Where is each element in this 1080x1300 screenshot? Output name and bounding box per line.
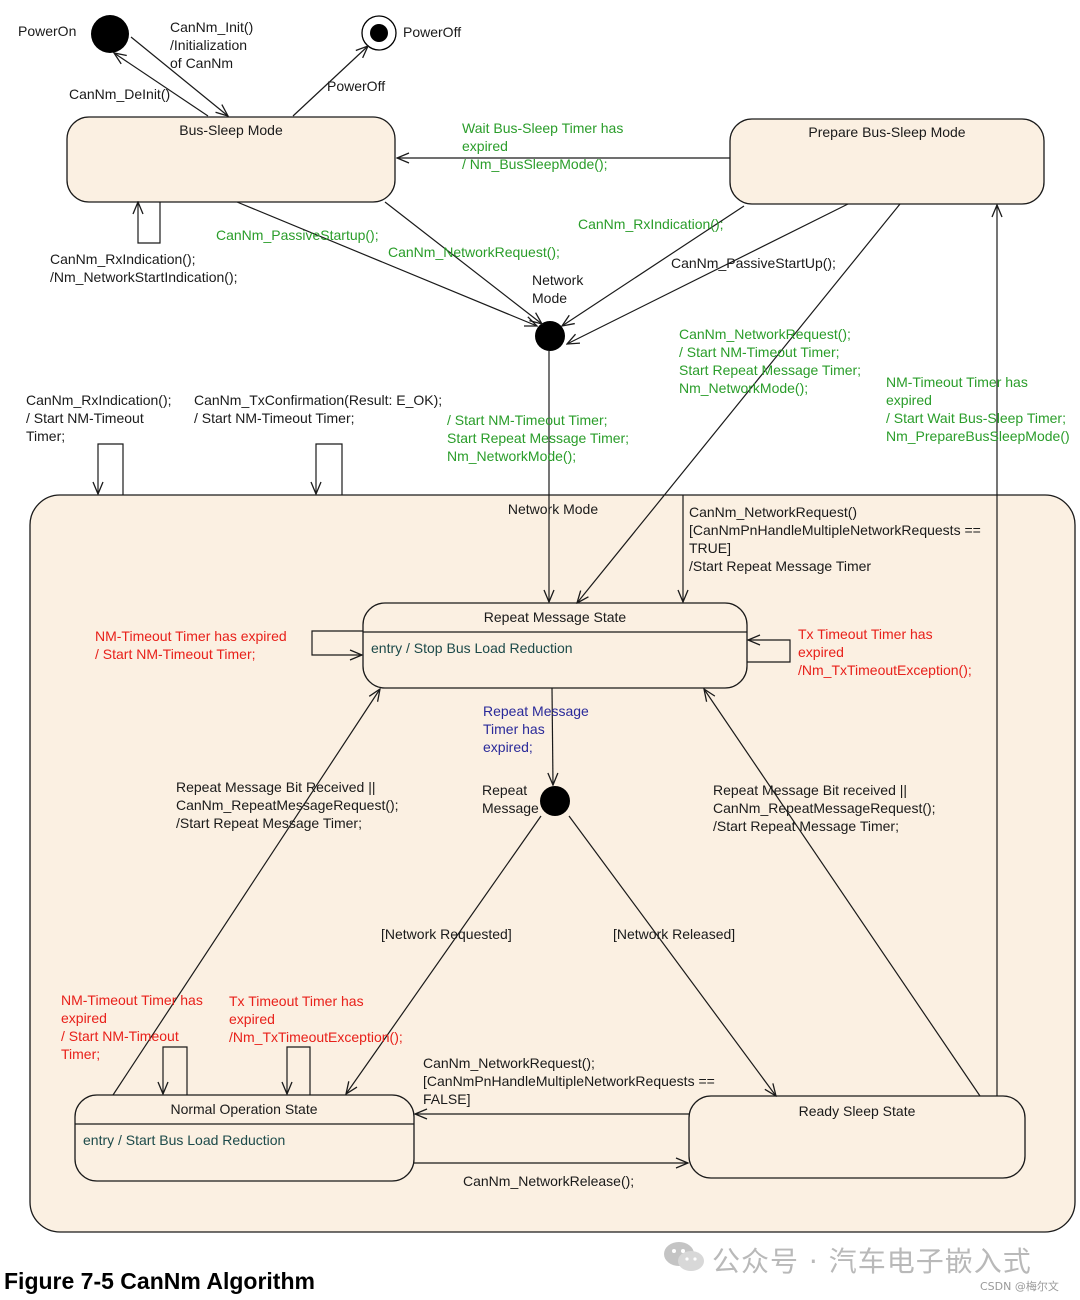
normal-to-rm-label: Repeat Message Bit Received || CanNm_Rep… [176, 779, 402, 831]
power-on-label: PowerOn [18, 23, 76, 39]
edge-rm-timer-expired [552, 687, 553, 785]
wechat-icon [664, 1242, 704, 1271]
edge-no-tx-timeout-self [287, 1046, 311, 1095]
normal-operation-entry-action: entry / Start Bus Load Reduction [83, 1132, 285, 1148]
network-mode-entry-label: / Start NM-Timeout Timer; Start Repeat M… [447, 412, 633, 464]
network-request-prepare-label: CanNm_NetworkRequest(); / Start NM-Timeo… [679, 326, 865, 396]
no-tx-timeout-label: Tx Timeout Timer has expired /Nm_TxTimeo… [229, 993, 403, 1045]
network-mode-junction-label: Network Mode [532, 272, 587, 306]
passive-startup-prepare-label: CanNm_PassiveStartUp(); [671, 255, 836, 271]
edge-deinit [114, 53, 209, 117]
network-mode-title: Network Mode [508, 501, 598, 517]
edge-normal-to-rm [112, 689, 380, 1096]
no-nm-timeout-label: NM-Timeout Timer has expired / Start NM-… [61, 992, 207, 1062]
edge-rx-indication-prepare [562, 205, 745, 326]
repeat-message-junction [540, 786, 570, 816]
edge-init [130, 36, 228, 116]
network-mode-tx-label: CanNm_TxConfirmation(Result: E_OK); / St… [194, 392, 446, 426]
edge-network-request-prepare [577, 203, 901, 603]
ready-to-rm-label: Repeat Message Bit received || CanNm_Rep… [713, 782, 939, 834]
watermark-small-text: CSDN @梅尔文 [980, 1280, 1059, 1293]
edge-no-nm-timeout-self [163, 1046, 188, 1095]
normal-operation-state [74, 1094, 415, 1182]
repeat-message-entry-action: entry / Stop Bus Load Reduction [371, 640, 573, 656]
edge-network-request-sleep [384, 201, 542, 324]
edge-ready-to-rm [704, 689, 981, 1097]
edge-rm-nm-timeout-self [311, 630, 363, 655]
figure-caption: Figure 7-5 CanNm Algorithm [4, 1268, 315, 1294]
edge-network-requested [346, 815, 542, 1094]
network-released-label: [Network Released] [613, 926, 735, 942]
edge-poweroff [292, 46, 368, 117]
pn-multi-request-label: CanNm_NetworkRequest() [CanNmPnHandleMul… [689, 504, 985, 574]
edge-network-released [568, 815, 776, 1096]
ready-sleep-state [688, 1095, 1026, 1179]
ready-sleep-state-title: Ready Sleep State [799, 1103, 916, 1119]
prepare-bus-sleep-mode-title: Prepare Bus-Sleep Mode [808, 124, 965, 140]
edge-network-mode-tx-self [316, 443, 343, 495]
edge-network-mode-rx-self [98, 443, 124, 495]
normal-to-ready-label: CanNm_NetworkRelease(); [463, 1173, 634, 1189]
power-off-label: PowerOff [403, 24, 461, 40]
edge-passive-startup-prepare [567, 203, 849, 344]
network-mode-state [29, 494, 1076, 1233]
normal-operation-state-title: Normal Operation State [170, 1101, 317, 1117]
ready-to-normal-label: CanNm_NetworkRequest(); [CanNmPnHandleMu… [423, 1055, 719, 1107]
network-requested-label: [Network Requested] [381, 926, 512, 942]
edge-rm-tx-timeout-self [747, 640, 791, 663]
passive-startup-sleep-label: CanNm_PassiveStartup(); [216, 227, 379, 243]
wait-bus-sleep-label: Wait Bus-Sleep Timer has expired / Nm_Bu… [462, 120, 627, 172]
repeat-message-junction-label: Repeat Message [482, 782, 539, 816]
bus-sleep-mode-title: Bus-Sleep Mode [179, 122, 283, 138]
deinit-label: CanNm_DeInit() [69, 86, 170, 102]
network-request-sleep-label: CanNm_NetworkRequest(); [388, 244, 560, 260]
rm-tx-timeout-label: Tx Timeout Timer has expired /Nm_TxTimeo… [798, 626, 972, 678]
bus-sleep-mode-state [66, 116, 396, 203]
nm-timeout-to-prepare-label: NM-Timeout Timer has expired / Start Wai… [886, 374, 1070, 444]
power-on-initial-node [91, 15, 129, 53]
rm-timer-expired-label: Repeat Message Timer has expired; [483, 703, 593, 755]
rx-indication-prepare-label: CanNm_RxIndication(); [578, 216, 724, 232]
network-mode-rx-label: CanNm_RxIndication(); / Start NM-Timeout… [26, 392, 175, 444]
rm-nm-timeout-label: NM-Timeout Timer has expired / Start NM-… [95, 628, 291, 662]
repeat-message-state-title: Repeat Message State [484, 609, 627, 625]
network-mode-junction [535, 321, 565, 351]
init-label: CanNm_Init() /Initialization of CanNm [170, 19, 257, 71]
watermark-text: 公众号 · 汽车电子嵌入式 [712, 1245, 1032, 1278]
poweroff-transition-label: PowerOff [327, 78, 385, 94]
power-off-final-node-inner [370, 24, 388, 42]
prepare-bus-sleep-mode-state [729, 118, 1045, 205]
bus-sleep-self-label: CanNm_RxIndication(); /Nm_NetworkStartIn… [50, 251, 238, 285]
edge-bus-sleep-self [138, 202, 161, 244]
edge-passive-startup-sleep [236, 201, 537, 326]
